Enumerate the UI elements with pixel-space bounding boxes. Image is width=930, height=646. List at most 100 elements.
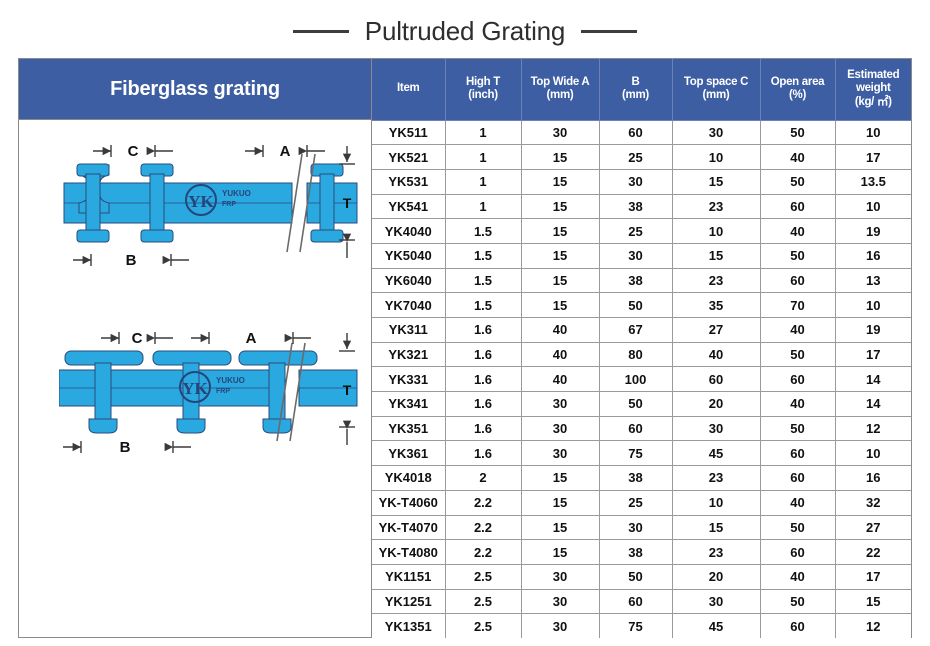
cell-weight: 17 <box>834 342 911 368</box>
cell-open: 50 <box>759 416 836 442</box>
i-beam-profile-svg: YK YUKUO FRP C <box>63 143 358 269</box>
t-bar-profile-svg: YK YUKUO FRP C <box>59 330 358 456</box>
svg-text:YK: YK <box>188 192 214 211</box>
cell-high: 2.2 <box>444 515 522 541</box>
cell-weight: 16 <box>834 243 911 269</box>
cell-weight: 12 <box>834 613 911 639</box>
cell-space: 20 <box>671 391 761 417</box>
cell-topa: 15 <box>520 465 600 491</box>
cell-high: 1 <box>444 194 522 220</box>
cell-open: 50 <box>759 169 836 195</box>
cell-b: 100 <box>598 366 673 393</box>
cell-high: 1.6 <box>444 366 522 393</box>
cell-item: YK361 <box>372 440 446 467</box>
cell-high: 1.5 <box>444 218 522 244</box>
cell-topa: 15 <box>520 539 600 565</box>
cell-open: 60 <box>759 194 836 220</box>
cell-weight: 32 <box>834 490 911 516</box>
fiberglass-grating-header: Fiberglass grating <box>19 59 371 120</box>
cell-space: 27 <box>671 317 761 343</box>
cell-b: 30 <box>598 169 673 195</box>
fiberglass-grating-panel: Fiberglass grating <box>19 59 372 637</box>
cell-weight: 17 <box>834 564 911 590</box>
cell-b: 60 <box>598 589 673 615</box>
cell-topa: 15 <box>520 144 600 170</box>
cell-weight: 12 <box>834 416 911 442</box>
cell-b: 38 <box>598 194 673 220</box>
profile-diagram-area: YK YUKUO FRP C <box>19 120 371 637</box>
cell-topa: 30 <box>520 564 600 590</box>
cell-open: 40 <box>759 490 836 516</box>
cell-open: 50 <box>759 515 836 541</box>
svg-text:YUKUO: YUKUO <box>222 189 251 198</box>
cell-topa: 40 <box>520 317 600 343</box>
cell-high: 2.2 <box>444 539 522 565</box>
cell-weight: 10 <box>834 120 911 146</box>
cell-space: 23 <box>671 539 761 565</box>
cell-space: 10 <box>671 144 761 170</box>
table-header-row: Item High T (inch) Top Wide A (mm) B (mm… <box>372 59 911 121</box>
cell-open: 60 <box>759 440 836 467</box>
cell-space: 45 <box>671 440 761 467</box>
cell-weight: 16 <box>834 465 911 491</box>
cell-item: YK311 <box>372 317 446 343</box>
cell-b: 75 <box>598 440 673 467</box>
column-header-estimated-weight: Estimated weight (kg/ ㎡) <box>834 59 911 121</box>
column-header-item: Item <box>372 59 446 121</box>
cell-space: 20 <box>671 564 761 590</box>
cell-high: 1 <box>444 144 522 170</box>
cell-item: YK5040 <box>372 243 446 269</box>
cell-high: 1.6 <box>444 440 522 467</box>
svg-text:FRP: FRP <box>216 388 230 395</box>
cell-space: 30 <box>671 589 761 615</box>
cell-space: 23 <box>671 465 761 491</box>
cell-item: YK321 <box>372 342 446 368</box>
cell-weight: 14 <box>834 366 911 393</box>
cell-b: 75 <box>598 613 673 639</box>
cell-b: 60 <box>598 416 673 442</box>
cell-b: 50 <box>598 564 673 590</box>
cell-item: YK1251 <box>372 589 446 615</box>
page-title-bar: Pultruded Grating <box>0 12 930 50</box>
cell-open: 50 <box>759 120 836 146</box>
cell-item: YK-T4060 <box>372 490 446 516</box>
cell-open: 60 <box>759 268 836 294</box>
cell-topa: 15 <box>520 194 600 220</box>
cell-open: 60 <box>759 613 836 639</box>
cell-high: 1.5 <box>444 268 522 294</box>
dimension-label-a-1: A <box>280 143 291 160</box>
cell-item: YK351 <box>372 416 446 442</box>
cell-b: 67 <box>598 317 673 343</box>
yukuo-logo-mark-1: YK YUKUO FRP <box>185 184 251 216</box>
dimension-label-c-1: C <box>128 143 139 160</box>
cell-topa: 30 <box>520 613 600 639</box>
cell-open: 50 <box>759 589 836 615</box>
cell-topa: 15 <box>520 490 600 516</box>
cell-topa: 30 <box>520 391 600 417</box>
cell-item: YK1351 <box>372 613 446 639</box>
dimension-label-a-2: A <box>246 330 257 347</box>
cell-high: 2 <box>444 465 522 491</box>
cell-high: 1 <box>444 169 522 195</box>
cell-weight: 27 <box>834 515 911 541</box>
cell-b: 38 <box>598 539 673 565</box>
cell-item: YK341 <box>372 391 446 417</box>
cell-b: 25 <box>598 490 673 516</box>
i-beam-profile-diagram: YK YUKUO FRP C <box>59 132 359 282</box>
t-bar-profile-diagram: YK YUKUO FRP C <box>59 315 359 465</box>
svg-text:YUKUO: YUKUO <box>216 376 245 385</box>
